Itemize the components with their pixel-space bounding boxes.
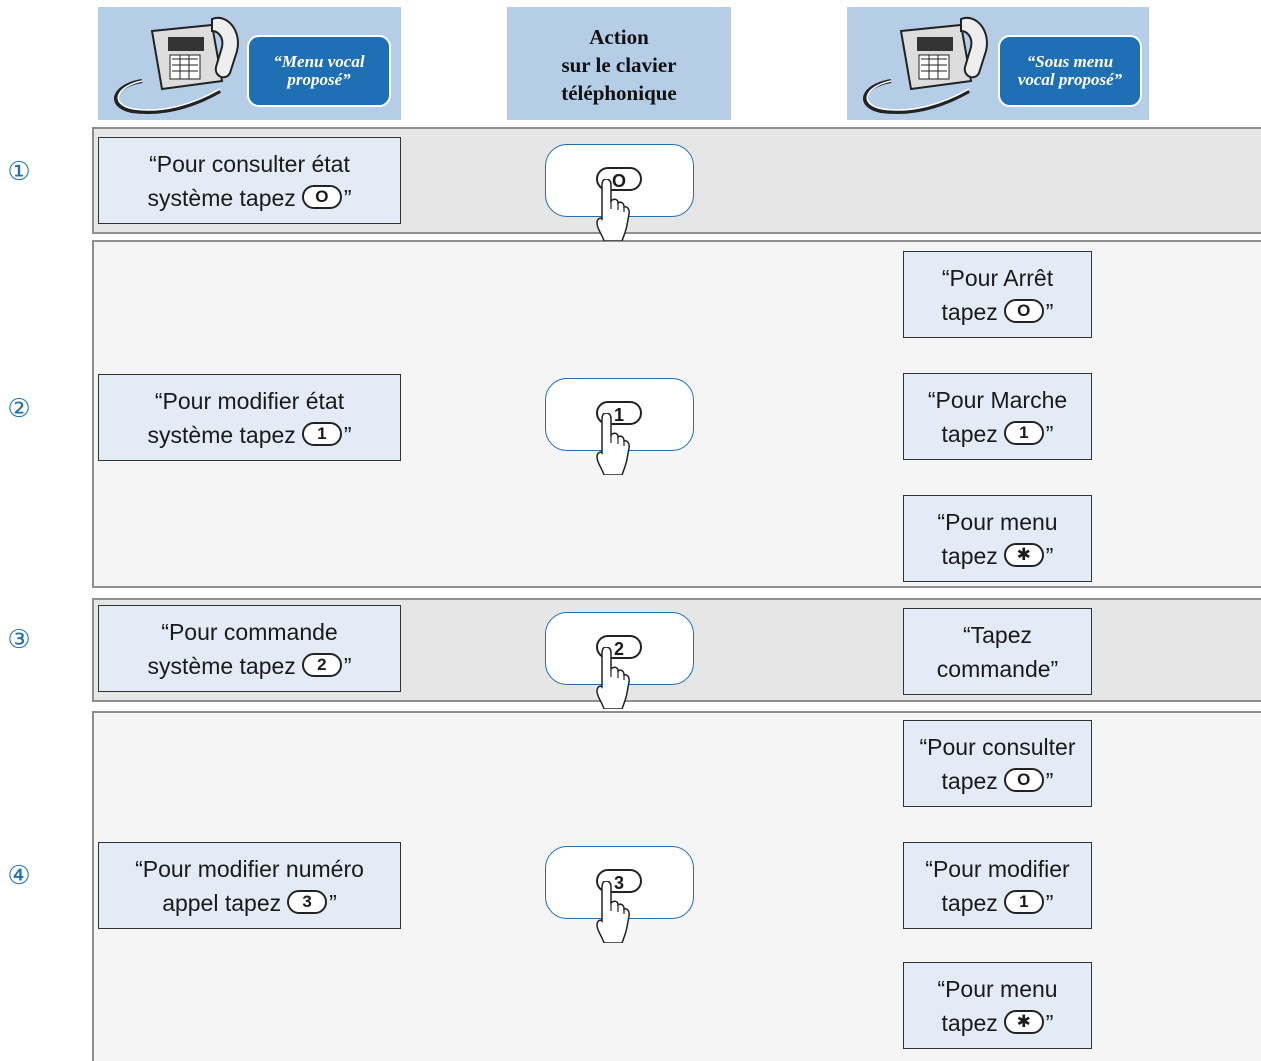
key-badge: O bbox=[1003, 768, 1044, 793]
prompt-line: “Pour modifier numéro bbox=[135, 855, 364, 882]
submenu-line: “Pour Marche bbox=[927, 386, 1068, 413]
submenu-menu: “Pour menu tapez✱” bbox=[903, 962, 1092, 1049]
prompt-line: “Pour consulter état bbox=[149, 150, 350, 177]
keypad-action-1: O bbox=[545, 144, 694, 241]
closing-quote: ” bbox=[1045, 889, 1054, 916]
key-badge: 1 bbox=[1003, 421, 1044, 446]
closing-quote: ” bbox=[1045, 1009, 1054, 1036]
submenu-tapez-commande: “Tapez commande” bbox=[903, 608, 1092, 695]
closing-quote: ” bbox=[1045, 542, 1054, 569]
finger-press-icon bbox=[596, 881, 630, 943]
submenu-line: tapez bbox=[941, 420, 998, 447]
closing-quote: ” bbox=[1045, 298, 1054, 325]
header-action-clavier: Action sur le clavier téléphonique bbox=[507, 7, 731, 120]
prompt-line: “Pour modifier état bbox=[154, 387, 345, 414]
menu-vocal-bubble: “Menu vocal proposé” bbox=[247, 35, 391, 107]
closing-quote: ” bbox=[343, 652, 352, 679]
step-number-4: ④ bbox=[7, 861, 31, 891]
action-title: Action sur le clavier téléphonique bbox=[561, 25, 677, 105]
key-badge: O bbox=[1003, 299, 1044, 324]
key-badge: O bbox=[301, 185, 342, 210]
key-badge: 3 bbox=[287, 890, 328, 915]
step-number-1: ① bbox=[7, 157, 31, 187]
closing-quote: ” bbox=[343, 421, 352, 448]
prompt-line: “Pour commande bbox=[161, 618, 338, 645]
submenu-line: commande” bbox=[936, 655, 1059, 682]
keypad-action-3: 2 bbox=[545, 612, 694, 709]
prompt-line: appel tapez bbox=[162, 889, 282, 916]
keypad-action-4: 3 bbox=[545, 846, 694, 943]
prompt-line: système tapez bbox=[147, 421, 296, 448]
submenu-line: tapez bbox=[941, 889, 998, 916]
submenu-line: tapez bbox=[941, 1009, 998, 1036]
submenu-line: “Pour Arrêt bbox=[941, 264, 1054, 291]
closing-quote: ” bbox=[329, 889, 337, 916]
closing-quote: ” bbox=[1045, 767, 1054, 794]
submenu-line: tapez bbox=[941, 542, 998, 569]
closing-quote: ” bbox=[343, 184, 352, 211]
key-badge: 1 bbox=[1003, 890, 1044, 915]
header-menu-vocal: “Menu vocal proposé” bbox=[98, 7, 401, 120]
submenu-line: “Tapez bbox=[962, 621, 1033, 648]
key-badge: 2 bbox=[301, 653, 342, 678]
finger-press-icon bbox=[596, 413, 630, 475]
step-number-3: ③ bbox=[7, 625, 31, 655]
keypad-action-2: 1 bbox=[545, 378, 694, 475]
submenu-line: “Pour menu bbox=[937, 508, 1058, 535]
closing-quote: ” bbox=[1045, 420, 1054, 447]
submenu-line: “Pour menu bbox=[937, 975, 1058, 1002]
keypad-key: O bbox=[596, 167, 642, 191]
submenu-menu: “Pour menu tapez✱” bbox=[903, 495, 1092, 582]
telephone-icon bbox=[114, 16, 239, 114]
finger-press-icon bbox=[596, 647, 630, 709]
keypad-key: 1 bbox=[596, 401, 642, 425]
submenu-line: tapez bbox=[941, 767, 998, 794]
key-badge: ✱ bbox=[1003, 1010, 1044, 1035]
key-badge: ✱ bbox=[1003, 543, 1044, 568]
telephone-icon bbox=[863, 16, 988, 114]
prompt-line: système tapez bbox=[147, 184, 296, 211]
key-badge: 1 bbox=[301, 422, 342, 447]
submenu-line: tapez bbox=[941, 298, 998, 325]
step-number-2: ② bbox=[7, 394, 31, 424]
prompt-line: système tapez bbox=[147, 652, 296, 679]
submenu-line: “Pour consulter bbox=[919, 733, 1076, 760]
finger-press-icon bbox=[596, 179, 630, 241]
header-sous-menu: “Sous menu vocal proposé” bbox=[847, 7, 1149, 120]
submenu-line: “Pour modifier bbox=[925, 855, 1070, 882]
sous-menu-bubble: “Sous menu vocal proposé” bbox=[998, 35, 1142, 107]
